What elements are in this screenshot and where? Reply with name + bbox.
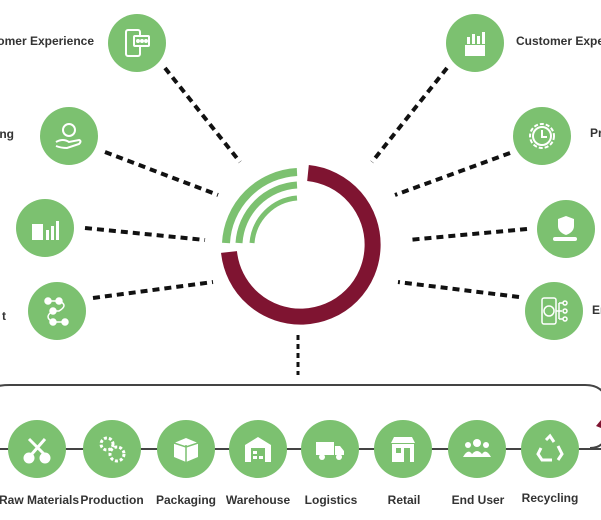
phone-network-icon: [525, 282, 583, 340]
arrowhead: [596, 420, 601, 428]
feature-label: ng: [0, 127, 14, 141]
box-icon: [157, 420, 215, 478]
users-icon: [448, 420, 506, 478]
connector: [394, 151, 511, 197]
chain-label: Retail: [387, 493, 421, 507]
store-icon: [374, 420, 432, 478]
smartphone-chat-icon: [108, 14, 166, 72]
truck-icon: [301, 420, 359, 478]
ring-maroon-arc: [221, 165, 381, 325]
hand-money-icon: [40, 107, 98, 165]
chain-label: Recycling: [521, 491, 579, 505]
chain-label: End User: [451, 493, 505, 507]
feature-label: Er: [592, 303, 601, 317]
feature-label: Pr: [590, 126, 601, 140]
process-flow-icon: [28, 282, 86, 340]
chain-label: Warehouse: [225, 493, 291, 507]
chain-frame: [0, 384, 601, 449]
hand-shield-icon: [537, 200, 595, 258]
connector: [92, 280, 214, 300]
connector: [397, 280, 520, 299]
ring-green-arc-1: [222, 168, 298, 244]
chain-label: Raw Materials: [0, 493, 80, 507]
feature-label: t: [2, 309, 6, 323]
chain-label: Logistics: [304, 493, 358, 507]
gears-icon: [83, 420, 141, 478]
connector: [407, 227, 528, 242]
ring-green-arc-3: [249, 195, 298, 244]
box-chart-icon: [446, 14, 504, 72]
connector: [370, 66, 449, 164]
feature-label: Customer Experi: [516, 34, 601, 48]
ring-green-arc-2: [235, 181, 298, 244]
connector: [84, 226, 206, 242]
recycle-icon: [521, 420, 579, 478]
feature-label: Customer Experience: [0, 34, 94, 48]
warehouse-icon: [229, 420, 287, 478]
chain-label: Production: [80, 493, 144, 507]
calculator-chart-icon: [16, 199, 74, 257]
gear-clock-icon: [513, 107, 571, 165]
connector: [104, 150, 219, 197]
chain-label: Packaging: [155, 493, 217, 507]
connector: [163, 66, 242, 164]
ring: [221, 165, 381, 325]
tools-icon: [8, 420, 66, 478]
